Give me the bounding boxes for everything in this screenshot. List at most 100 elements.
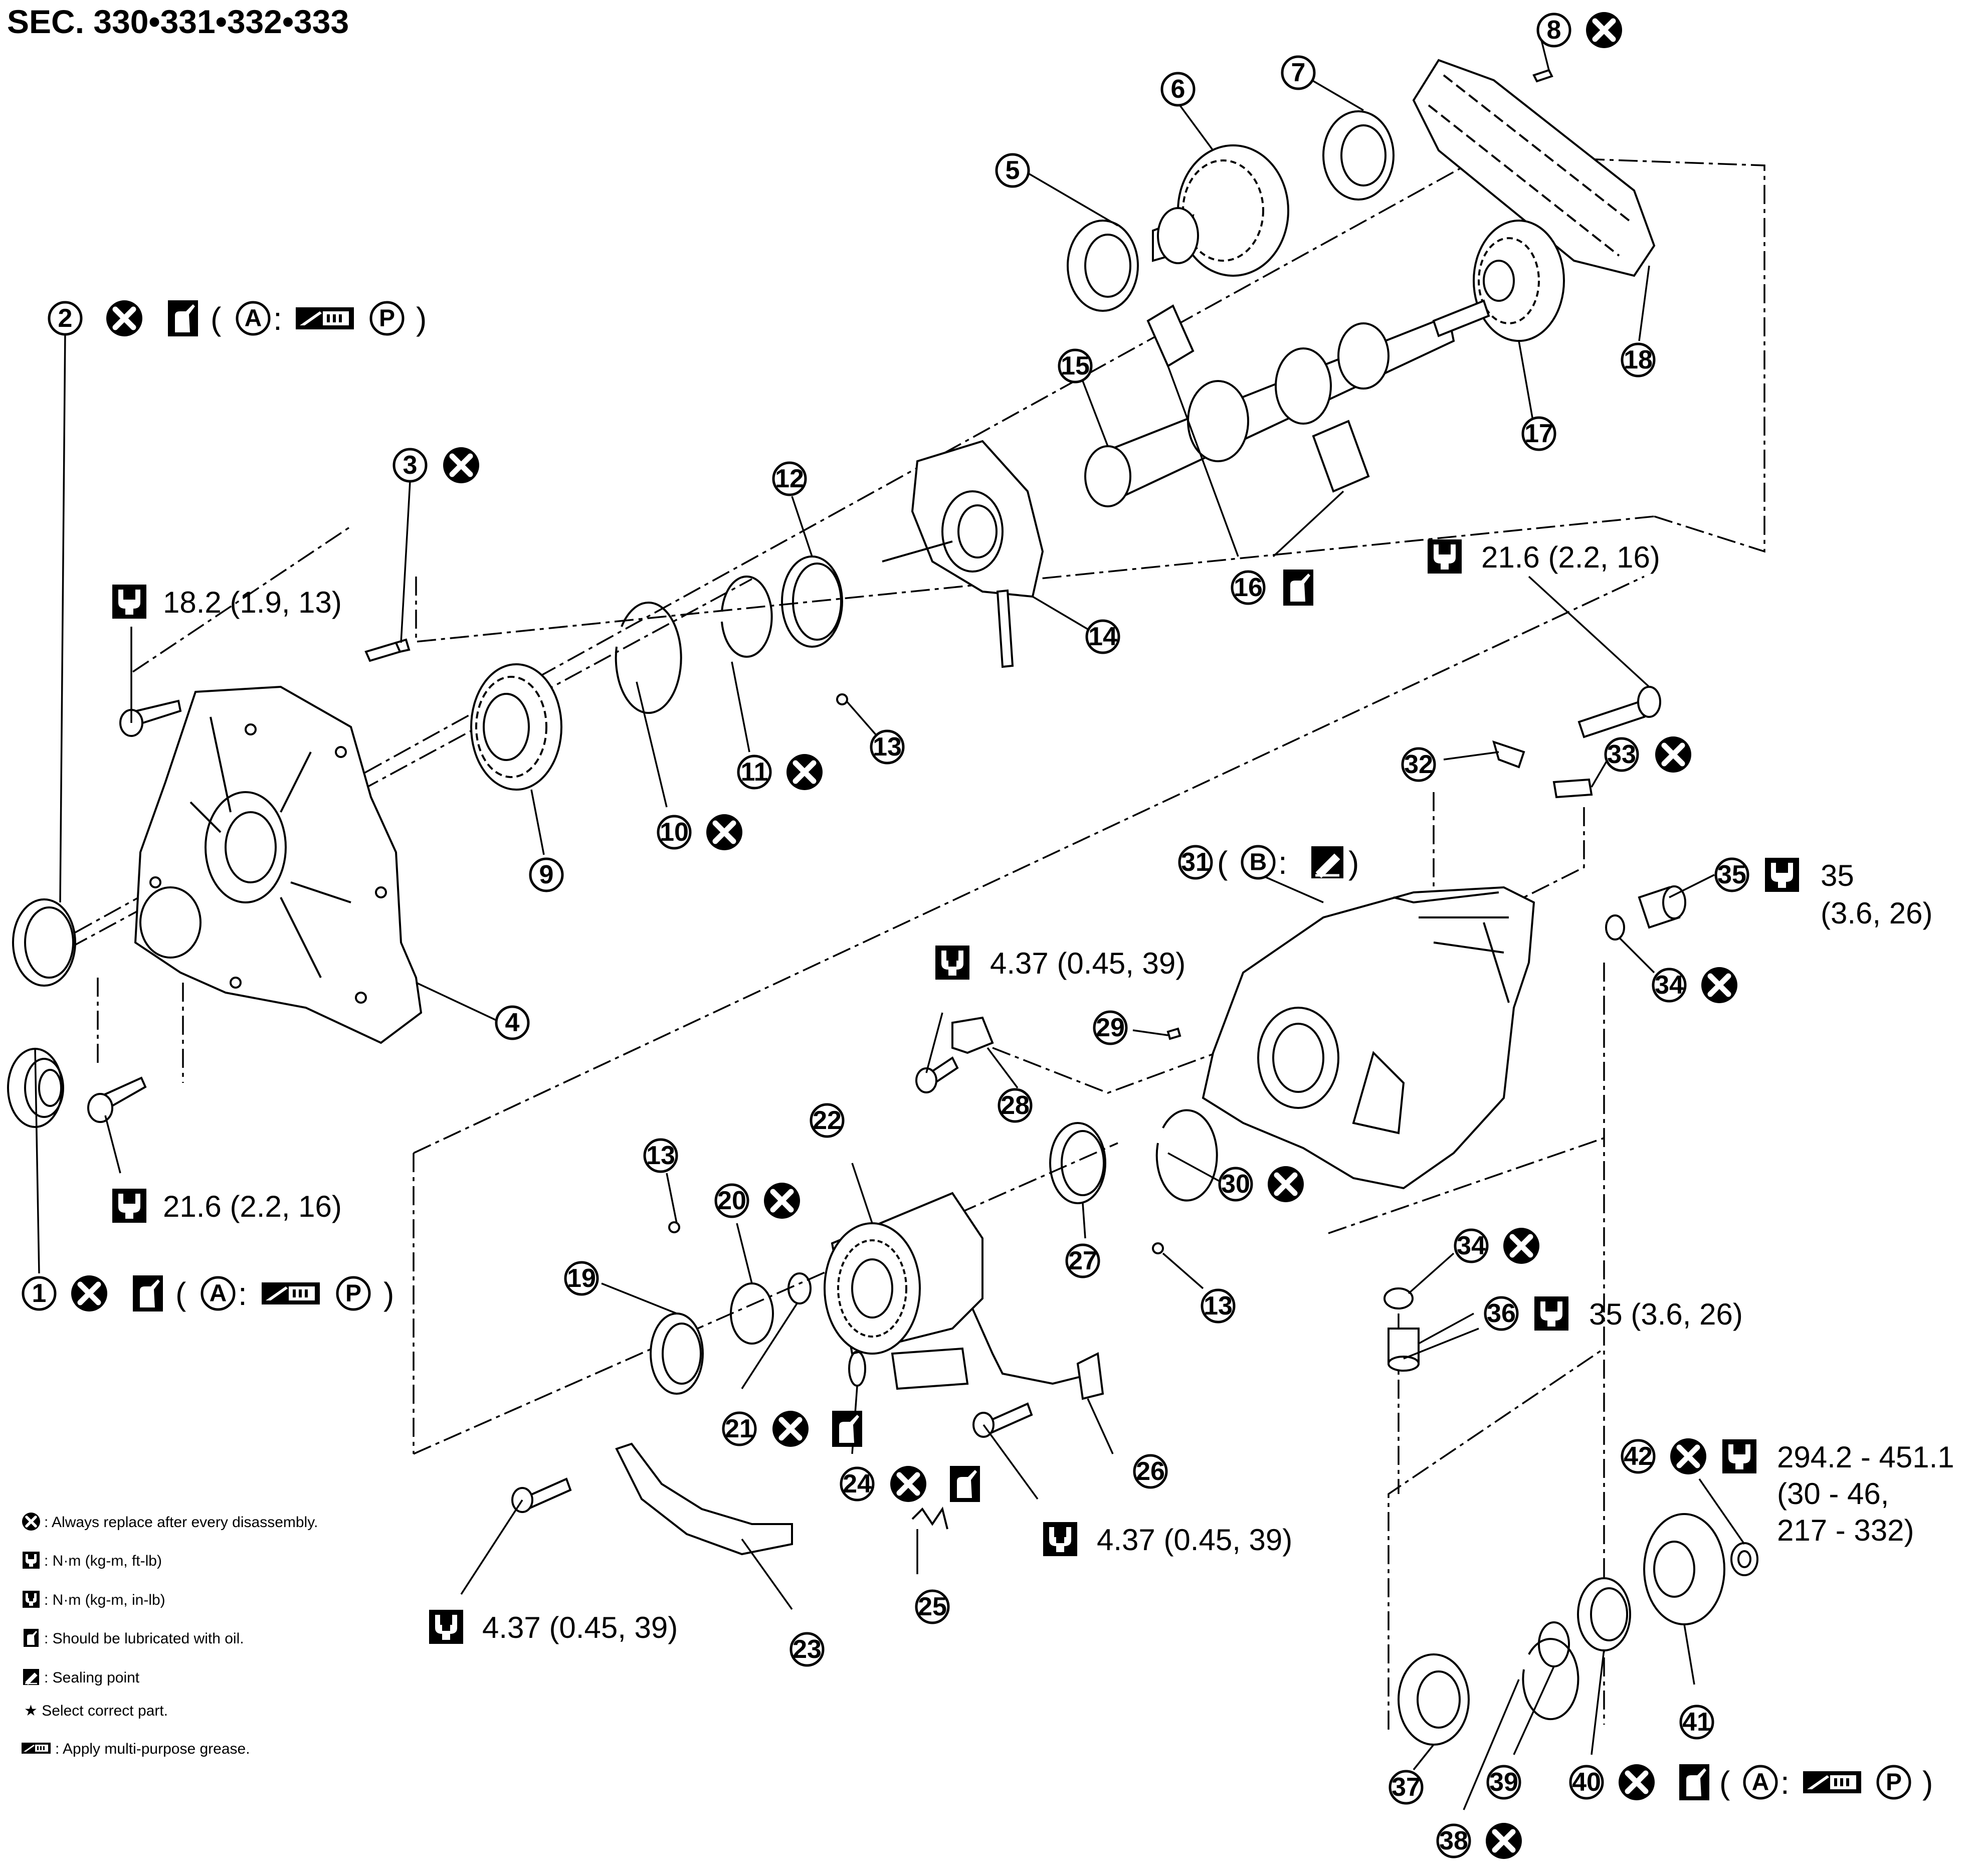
svg-text:22: 22	[813, 1106, 842, 1135]
callout-13-b: 13	[643, 1138, 678, 1173]
callout-9: 9	[529, 857, 564, 892]
replace-icon	[106, 300, 142, 336]
part-36-filler-plug	[1388, 1328, 1420, 1372]
legend-oil-can-icon	[24, 1629, 39, 1647]
svg-text:(3.6, 26): (3.6, 26)	[1821, 896, 1932, 930]
callout-16: 16	[1231, 570, 1266, 605]
svg-text:26: 26	[1136, 1457, 1165, 1486]
oil-can-icon	[168, 300, 198, 336]
part-10-snap-ring	[615, 602, 682, 714]
svg-text:34: 34	[1655, 971, 1684, 1000]
svg-text:25: 25	[918, 1592, 947, 1621]
callout-19: 19	[564, 1261, 599, 1296]
callout-34-lower: 34	[1454, 1228, 1489, 1263]
callout-10: 10	[657, 815, 692, 850]
part-8-pin	[1532, 69, 1553, 83]
svg-text:29: 29	[1096, 1013, 1125, 1042]
callout-42: 42	[1621, 1439, 1656, 1474]
bolt-rear-upper	[1577, 686, 1661, 738]
part-16-needle-bearing	[1146, 304, 1370, 493]
part-5-bearing	[1067, 220, 1139, 312]
bolt-front-upper	[119, 699, 182, 737]
bolt-28	[915, 1056, 959, 1093]
svg-text:4.37 (0.45, 39): 4.37 (0.45, 39)	[990, 947, 1185, 980]
callout-15: 15	[1058, 348, 1093, 384]
svg-text:41: 41	[1682, 1708, 1711, 1737]
callout-38: 38	[1436, 1823, 1471, 1858]
part-14-oil-pump-retainer	[882, 440, 1044, 668]
svg-text:11: 11	[741, 758, 768, 787]
callout-20: 20	[714, 1183, 749, 1218]
oil-can-icon	[133, 1275, 163, 1311]
svg-text:P: P	[379, 305, 395, 332]
callout-21: 21	[722, 1411, 757, 1446]
svg-text::: :	[238, 1276, 247, 1312]
callout-13-c: 13	[1201, 1288, 1236, 1324]
svg-text:20: 20	[717, 1186, 746, 1215]
part-29-dowel-pin	[1166, 1027, 1181, 1040]
svg-text:36: 36	[1487, 1299, 1516, 1328]
legend-star-note: ★ Select correct part.	[24, 1703, 168, 1719]
letter-p-badge: P	[369, 301, 405, 336]
replace-icon	[1486, 1823, 1522, 1859]
bolt-23	[511, 1477, 572, 1513]
replace-icon	[786, 754, 823, 790]
letter-a-badge: A	[201, 1276, 236, 1311]
svg-text:30: 30	[1221, 1170, 1250, 1199]
callout-37: 37	[1389, 1770, 1424, 1805]
replace-icon	[1701, 967, 1737, 1003]
replace-icon	[764, 1183, 800, 1219]
torque-ft-lb-icon	[1765, 858, 1799, 892]
legend-torque-ft-lb-icon	[23, 1552, 40, 1569]
callout-30: 30	[1218, 1167, 1253, 1202]
svg-text:18.2 (1.9, 13): 18.2 (1.9, 13)	[163, 586, 342, 619]
part-34-gasket-upper	[1605, 914, 1625, 941]
svg-text::: :	[1278, 845, 1287, 881]
replace-icon	[1655, 736, 1691, 773]
part-2-oil-seal	[12, 898, 76, 987]
part-15-mainshaft	[1084, 299, 1490, 507]
svg-text:32: 32	[1404, 750, 1433, 779]
callout-11: 11	[737, 755, 772, 790]
svg-text:: N·m (kg-m, ft-lb): : N·m (kg-m, ft-lb)	[44, 1553, 162, 1569]
svg-text:23: 23	[793, 1635, 822, 1664]
part-30-snap-ring	[1155, 1109, 1218, 1202]
part-18-drive-chain	[1412, 59, 1656, 277]
bolt-26	[972, 1402, 1033, 1438]
svg-text:35: 35	[1821, 859, 1854, 892]
svg-text:39: 39	[1489, 1768, 1518, 1797]
part-22-electric-controlled-coupling	[824, 1192, 983, 1355]
letter-a-badge: A	[236, 301, 271, 336]
oil-can-icon	[1679, 1764, 1709, 1800]
callout-41: 41	[1679, 1705, 1714, 1740]
part-9-ball-bearing	[470, 663, 562, 791]
part-20-snap-ring	[730, 1282, 774, 1345]
svg-text:33: 33	[1607, 740, 1636, 769]
callout-8: 8	[1536, 13, 1571, 48]
part-11-snap-ring	[721, 576, 773, 658]
svg-text:14: 14	[1088, 622, 1117, 651]
callout-circles: 1 2 3 4 5 6 7 8 9 10 11 12 13 13 13 14 1…	[22, 13, 1749, 1858]
callout-35: 35	[1714, 857, 1749, 892]
parts	[7, 59, 1758, 1746]
svg-text:(: (	[211, 301, 221, 337]
part-19-seal	[650, 1312, 704, 1395]
legend-grease-icon	[22, 1743, 51, 1754]
oil-can-icon	[950, 1466, 980, 1502]
replace-icon	[443, 447, 479, 483]
svg-text:A: A	[210, 1280, 227, 1307]
svg-text:7: 7	[1291, 58, 1306, 87]
legend-replace-icon	[22, 1513, 40, 1531]
replace-icon	[706, 814, 742, 850]
svg-text:2: 2	[58, 304, 73, 333]
sealant-icon	[1311, 846, 1343, 878]
callout-32: 32	[1401, 747, 1436, 782]
letter-a-badge: A	[1743, 1765, 1778, 1800]
part-40-oil-seal	[1577, 1577, 1631, 1651]
part-6-gear	[1152, 144, 1289, 277]
svg-text:34: 34	[1457, 1231, 1486, 1260]
replace-icon	[772, 1411, 809, 1447]
part-23-harness-bracket	[615, 1442, 793, 1556]
part-34-gasket-lower	[1383, 1287, 1414, 1309]
callout-23: 23	[789, 1632, 825, 1667]
